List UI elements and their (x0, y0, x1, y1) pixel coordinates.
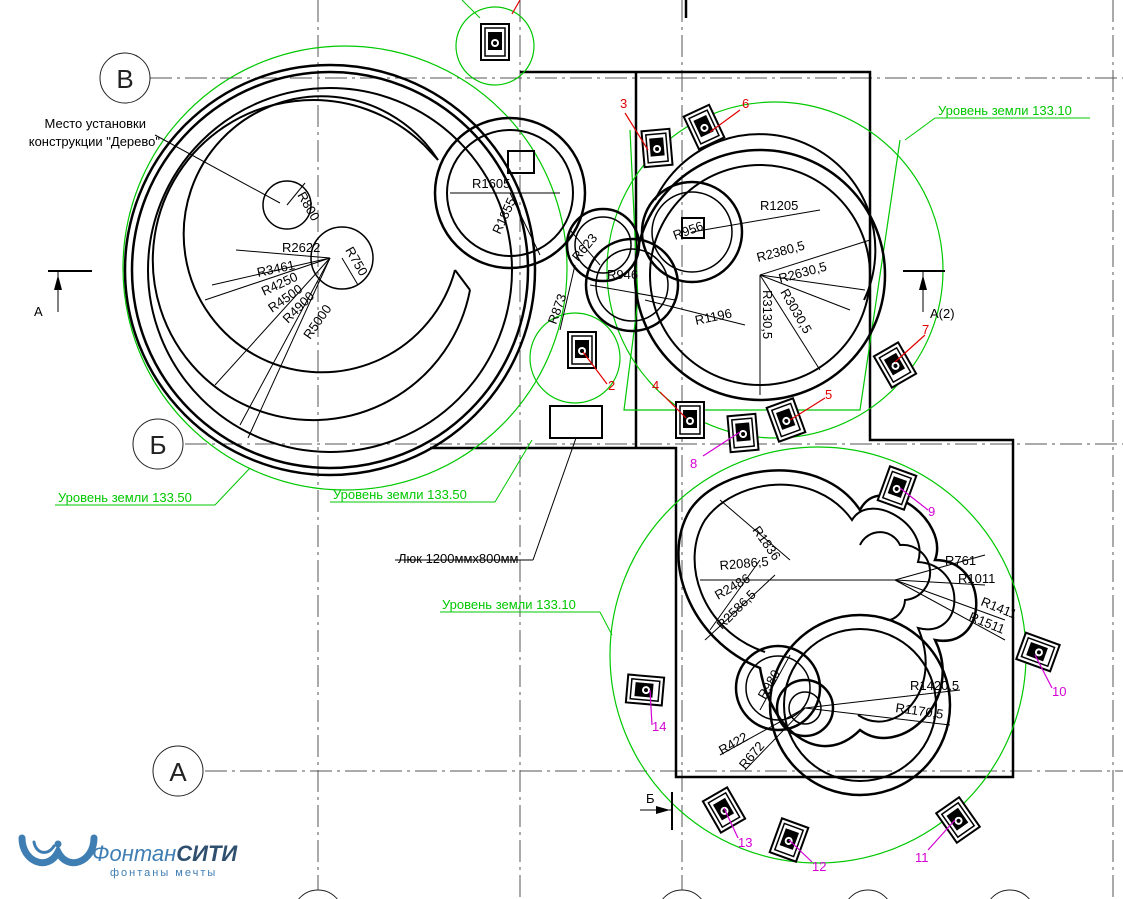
equipment-red: 3 6 7 2 4 5 (567, 96, 929, 443)
section-marker-bottom: Б (640, 791, 673, 830)
ground-level-labels: Уровень земли 133.50 Уровень земли 133.5… (55, 103, 1090, 636)
svg-text:R956: R956 (671, 218, 705, 243)
svg-text:А: А (169, 757, 187, 787)
svg-text:Место установки: Место установки (44, 116, 146, 131)
hatch-rect (549, 405, 603, 439)
svg-text:R2380,5: R2380,5 (755, 238, 806, 265)
equipment-3: 3 (620, 96, 674, 169)
svg-text:Б: Б (646, 791, 655, 806)
svg-text:В: В (116, 64, 133, 94)
axis-bubble-a: А (152, 745, 204, 797)
section-marker-left: А (34, 270, 92, 319)
svg-text:ФонтанСИТИ: ФонтанСИТИ (92, 841, 238, 866)
grid-lines (150, 0, 1123, 899)
equipment-9: 9 (876, 465, 935, 519)
svg-text:R1605: R1605 (472, 176, 510, 191)
svg-text:3: 3 (620, 96, 627, 111)
tree-callout: Место установки конструкции "Дерево" (29, 116, 281, 204)
section-marker-right: А(2) (903, 270, 955, 321)
svg-text:А: А (34, 304, 43, 319)
logo-word-siti: СИТИ (176, 841, 238, 866)
logo-icon (18, 834, 98, 867)
svg-text:7: 7 (922, 322, 929, 337)
svg-text:12: 12 (812, 859, 826, 874)
svg-text:А(2): А(2) (930, 306, 955, 321)
equipment-magenta: 8 9 10 14 13 12 11 (624, 412, 1066, 874)
equipment-4: 4 (652, 378, 705, 439)
company-logo: ФонтанСИТИ фонтаны мечты (18, 834, 238, 879)
equipment-12: 12 (768, 817, 826, 874)
svg-text:10: 10 (1052, 684, 1066, 699)
hatch-label: Люк 1200ммх800мм (398, 551, 519, 566)
pool-1 (123, 63, 537, 477)
equipment-5: 5 (765, 387, 832, 443)
svg-text:6: 6 (742, 96, 749, 111)
dimension-labels-pool2: R1605 R1855 (472, 176, 519, 236)
equipment-2: 2 (567, 331, 615, 393)
svg-text:Уровень земли 133.50: Уровень земли 133.50 (58, 490, 192, 505)
dimension-lines (204, 182, 1006, 771)
svg-text:R800: R800 (294, 189, 323, 223)
logo-word-fontan: Фонтан (92, 841, 176, 866)
equipment-7: 7 (872, 322, 929, 389)
svg-text:14: 14 (652, 719, 666, 734)
pool-5 (677, 469, 978, 748)
svg-text:R1011: R1011 (958, 571, 995, 586)
svg-text:R1205: R1205 (760, 198, 798, 213)
svg-text:5: 5 (825, 387, 832, 402)
svg-text:Уровень земли 133.10: Уровень земли 133.10 (938, 103, 1072, 118)
svg-text:R873: R873 (545, 292, 570, 326)
svg-text:4: 4 (652, 378, 659, 393)
svg-text:R3130,5: R3130,5 (760, 290, 775, 339)
svg-text:2: 2 (608, 378, 615, 393)
ground-level-circles (122, 6, 1027, 864)
axis-bubble-b: Б (132, 418, 184, 470)
equipment-13: 13 (701, 786, 752, 850)
equipment-14: 14 (624, 673, 666, 734)
svg-text:9: 9 (928, 504, 935, 519)
svg-text:R1170,5: R1170,5 (895, 700, 945, 722)
svg-text:Уровень земли 133.50: Уровень земли 133.50 (333, 487, 467, 502)
svg-text:11: 11 (915, 850, 929, 865)
svg-text:R946: R946 (607, 267, 638, 282)
svg-text:R2630,5: R2630,5 (777, 259, 828, 286)
svg-text:R1420,5: R1420,5 (910, 678, 959, 693)
pool-2 (433, 116, 587, 270)
axis-bubble-v: В (99, 52, 151, 104)
building-outline (430, 70, 1015, 779)
svg-text:R1196: R1196 (694, 305, 734, 327)
svg-text:фонтаны мечты: фонтаны мечты (110, 867, 217, 879)
svg-text:конструкции "Дерево": конструкции "Дерево" (29, 134, 161, 149)
svg-text:R2086,5: R2086,5 (719, 554, 769, 573)
svg-text:Уровень земли 133.10: Уровень земли 133.10 (442, 597, 576, 612)
equipment-6: 6 (682, 96, 749, 151)
equipment-11: 11 (915, 796, 981, 865)
top-equipment (461, 0, 521, 61)
svg-text:R761: R761 (945, 553, 976, 568)
pool-6 (734, 613, 952, 797)
svg-text:13: 13 (738, 835, 752, 850)
equipment-8: 8 (690, 412, 760, 471)
svg-text:Б: Б (149, 430, 166, 460)
svg-text:R1855: R1855 (489, 195, 519, 236)
svg-text:R750: R750 (342, 244, 371, 278)
equipment-10: 10 (1015, 631, 1066, 699)
axis-bubble-partials (298, 889, 1030, 899)
svg-text:8: 8 (690, 456, 697, 471)
dimension-labels-pool1: R800 R750 R2622 R3461 R4250 R4500 R4900 … (256, 189, 371, 342)
svg-text:R2622: R2622 (282, 240, 320, 255)
